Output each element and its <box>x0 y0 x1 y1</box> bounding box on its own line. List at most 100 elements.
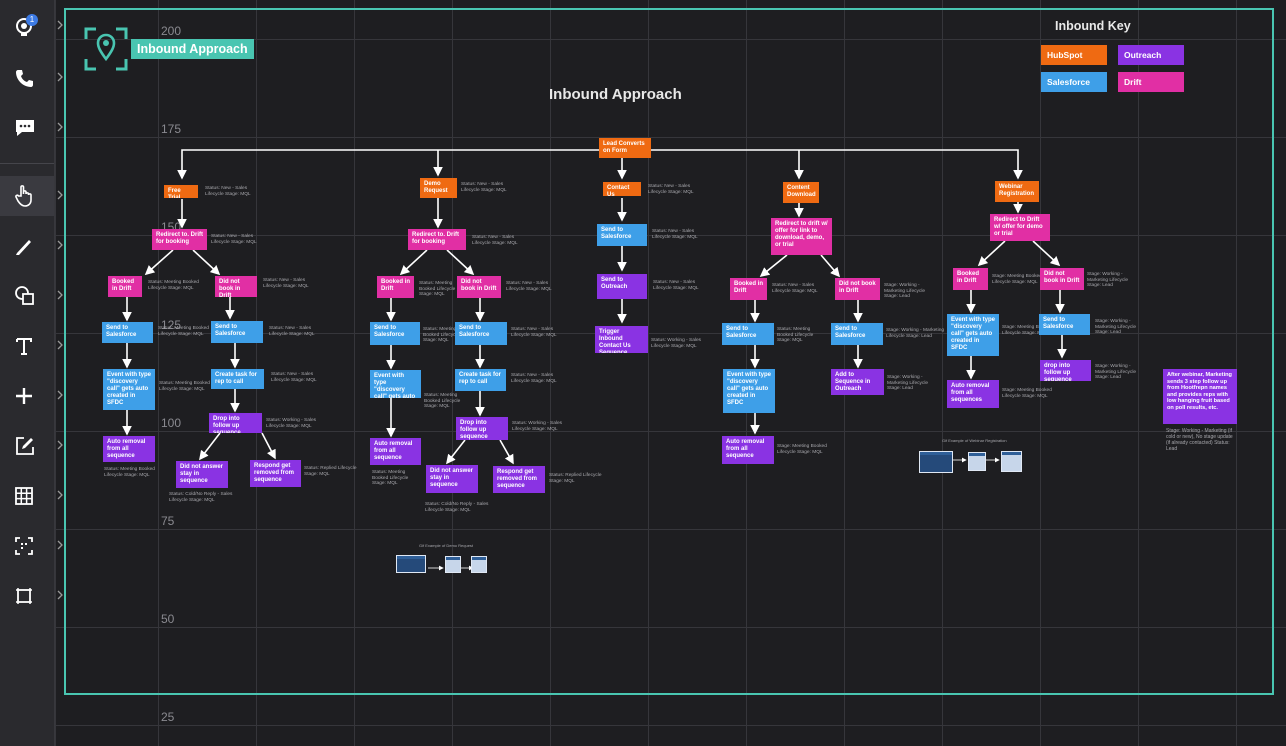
node-send-to-outreach[interactable]: Send to Outreach <box>597 274 647 299</box>
node-event-discovery-call[interactable]: Event with type "discovery call" gets au… <box>103 369 155 410</box>
gif-caption: Gif Example of Demo Request <box>419 543 474 548</box>
node-create-task[interactable]: Create task for rep to call <box>211 369 264 389</box>
gif-thumbnail[interactable] <box>1001 451 1022 472</box>
node-event-discovery-call[interactable]: Event with type "discovery call" gets au… <box>370 370 421 398</box>
node-redirect-drift[interactable]: Redirect to drift w/ offer for link to d… <box>771 218 832 255</box>
whiteboard-canvas[interactable]: 200 175 150 125 100 75 50 25 Inbound App… <box>55 0 1286 746</box>
hand-tool[interactable] <box>0 176 63 216</box>
diagram-title: Inbound Approach <box>549 86 682 103</box>
status-note: Status: Meeting Booked Lifecycle Stage: … <box>104 467 155 478</box>
gif-thumbnail[interactable] <box>396 555 426 573</box>
table-icon <box>15 487 33 505</box>
status-note: Status: Working - Sales Lifecycle Stage:… <box>512 421 563 432</box>
node-redirect-drift[interactable]: Redirect to. Drift for booking <box>408 229 466 250</box>
node-auto-removal[interactable]: Auto removal from all sequences <box>947 380 999 408</box>
node-respond-removed[interactable]: Respond get removed from sequence <box>250 460 301 487</box>
add-tool[interactable] <box>0 376 63 416</box>
status-note: Stage: Working - Marketing Lifecycle Sta… <box>1087 272 1129 289</box>
gif-thumbnail[interactable] <box>471 556 487 573</box>
node-send-to-salesforce[interactable]: Send to Salesforce <box>455 322 507 345</box>
y-axis-label: 200 <box>161 24 182 38</box>
frame-select-tool[interactable] <box>0 526 63 566</box>
status-note: Status: New - Sales Lifecycle Stage: MQL <box>211 234 257 245</box>
edit-note-icon <box>16 437 34 455</box>
node-create-task[interactable]: Create task for rep to call <box>455 369 506 391</box>
frame-select-icon <box>15 537 33 555</box>
status-note: Status: New - Sales Lifecycle Stage: MQL <box>271 372 317 383</box>
node-send-to-salesforce[interactable]: Send to Salesforce <box>722 323 774 345</box>
node-did-not-book[interactable]: Did not book in Drift <box>1040 268 1084 290</box>
pen-icon <box>16 240 31 255</box>
shapes-tool[interactable] <box>0 276 63 316</box>
status-note: Status: New - Sales Lifecycle Stage: MQL <box>269 326 315 337</box>
node-webinar-registration[interactable]: Webinar Registration <box>995 181 1039 202</box>
node-free-trial[interactable]: Free Trial <box>164 185 198 198</box>
note-tool[interactable] <box>0 426 63 466</box>
node-respond-removed[interactable]: Respond get removed from sequence <box>493 466 545 493</box>
node-auto-removal[interactable]: Auto removal from all sequence <box>103 436 155 462</box>
node-redirect-drift[interactable]: Redirect to Drift w/ offer for demo or t… <box>990 214 1050 241</box>
node-booked-in-drift[interactable]: Booked in Drift <box>377 276 414 298</box>
node-redirect-drift[interactable]: Redirect to. Drift for booking <box>152 229 207 250</box>
node-content-download[interactable]: Content Download <box>783 182 819 203</box>
gif-thumbnail[interactable] <box>445 556 461 573</box>
text-icon <box>16 338 32 355</box>
y-axis-label: 175 <box>161 122 182 136</box>
node-auto-removal[interactable]: Auto removal from all sequence <box>722 436 774 464</box>
gif-thumbnail[interactable] <box>968 452 986 471</box>
node-trigger-sequence[interactable]: Trigger Inbound Contact Us Sequence <box>595 326 648 353</box>
node-did-not-answer[interactable]: Did not answer stay in sequence <box>176 461 228 488</box>
status-note: Status: Replied Lifecycle Stage: MQL <box>549 473 602 484</box>
chevron-right-icon <box>57 122 63 132</box>
inbound-approach-frame[interactable] <box>64 8 1274 695</box>
node-add-to-sequence[interactable]: Add to Sequence in Outreach <box>831 369 884 395</box>
hand-pointer-icon <box>15 185 32 207</box>
phone-tool[interactable] <box>0 58 63 98</box>
frame-tool[interactable] <box>0 576 63 616</box>
node-did-not-book[interactable]: Did not book in Drift <box>457 276 501 298</box>
node-send-to-salesforce[interactable]: Send to Salesforce <box>831 323 883 345</box>
table-tool[interactable] <box>0 476 63 516</box>
node-drop-into-sequence[interactable]: Drop into follow up sequence <box>456 417 508 440</box>
node-send-to-salesforce[interactable]: Send to Salesforce <box>211 321 263 343</box>
chat-tool[interactable] <box>0 108 63 148</box>
node-after-webinar[interactable]: After webinar, Marketing sends 3 step fo… <box>1163 369 1237 424</box>
node-event-discovery-call[interactable]: Event with type "discovery call" gets au… <box>723 369 775 413</box>
node-demo-request[interactable]: Demo Request <box>420 178 457 198</box>
node-send-to-salesforce[interactable]: Send to Salesforce <box>1039 314 1090 335</box>
node-drop-into-sequence[interactable]: Drop into follow up sequence <box>209 413 262 433</box>
pen-tool[interactable] <box>0 226 63 266</box>
status-note: Stage: Meeting Booked Lifecycle Stage: M… <box>1002 388 1052 399</box>
key-outreach: Outreach <box>1118 45 1184 65</box>
chevron-right-icon <box>57 20 63 30</box>
chevron-right-icon <box>57 190 63 200</box>
chevron-right-icon <box>57 440 63 450</box>
node-did-not-book[interactable]: Did not book in Drift <box>215 276 257 297</box>
node-booked-in-drift[interactable]: Booked in Drift <box>108 276 142 297</box>
node-auto-removal[interactable]: Auto removal from all sequence <box>370 438 421 465</box>
node-booked-in-drift[interactable]: Booked in Drift <box>730 278 767 300</box>
text-tool[interactable] <box>0 326 63 366</box>
chevron-right-icon <box>57 290 63 300</box>
frame-tag[interactable]: Inbound Approach <box>131 39 254 59</box>
node-send-to-salesforce[interactable]: Send to Salesforce <box>102 322 153 343</box>
headset-icon <box>16 18 32 36</box>
root-node-lead-converts[interactable]: Lead Converts on Form <box>599 138 651 158</box>
node-send-to-salesforce[interactable]: Send to Salesforce <box>370 322 420 345</box>
status-note: Stage: Working - Marketing Lifecycle Sta… <box>887 375 929 392</box>
node-did-not-answer[interactable]: Did not answer stay in sequence <box>426 465 478 493</box>
chevron-right-icon <box>57 390 63 400</box>
status-note: Status: Working - Sales Lifecycle Stage:… <box>266 418 317 429</box>
node-contact-us[interactable]: Contact Us <box>603 182 641 196</box>
status-note: Stage: Meeting Booked Lifecycle Stage: M… <box>992 274 1042 285</box>
gif-thumbnail[interactable] <box>919 451 953 473</box>
status-note: Status: Meeting Booked Lifecycle Stage: … <box>148 280 199 291</box>
node-event-discovery-call[interactable]: Event with type "discovery call" gets au… <box>947 314 999 356</box>
node-did-not-book[interactable]: Did not book in Drift <box>835 278 880 300</box>
node-send-to-salesforce[interactable]: Send to Salesforce <box>597 224 647 246</box>
node-drop-into-sequence[interactable]: drop into follow up sequence <box>1040 360 1091 381</box>
y-axis-label: 125 <box>161 318 182 332</box>
location-pin-icon <box>84 27 128 71</box>
agent-tool[interactable]: 1 <box>0 6 63 46</box>
node-booked-in-drift[interactable]: Booked in Drift <box>953 268 988 290</box>
